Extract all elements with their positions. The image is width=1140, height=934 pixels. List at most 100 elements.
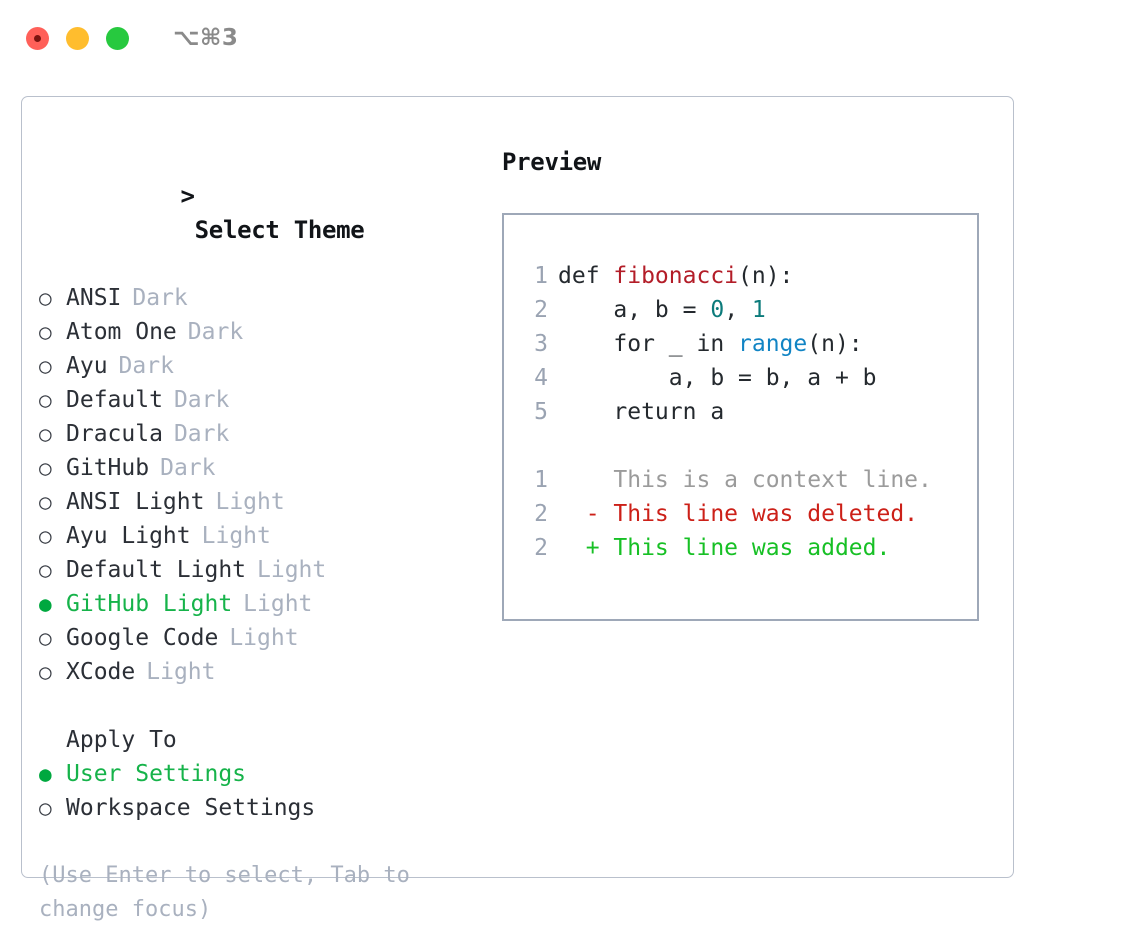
code-line: 4 a, b = b, a + b bbox=[522, 361, 977, 395]
select-theme-heading: > Select Theme bbox=[39, 145, 484, 281]
theme-name: Ayu Light bbox=[66, 523, 191, 549]
preview-gap bbox=[522, 429, 977, 463]
diff-sample: 1 This is a context line.2 - This line w… bbox=[522, 463, 977, 565]
minimize-button[interactable] bbox=[66, 26, 89, 50]
diff-text: This line was added. bbox=[613, 535, 891, 561]
code-token: return a bbox=[558, 399, 725, 425]
maximize-button[interactable] bbox=[106, 26, 129, 50]
apply-to-option[interactable]: ●User Settings bbox=[39, 757, 484, 791]
theme-list-item[interactable]: ○ Ayu Dark bbox=[39, 349, 484, 383]
theme-category-tag: Light bbox=[215, 489, 285, 515]
line-number: 4 bbox=[534, 365, 548, 391]
theme-list-item[interactable]: ○ Default Dark bbox=[39, 383, 484, 417]
diff-marker bbox=[558, 467, 613, 493]
diff-line: 1 This is a context line. bbox=[522, 463, 977, 497]
code-token: def bbox=[558, 263, 614, 289]
theme-list-item[interactable]: ○ Ayu Light Light bbox=[39, 519, 484, 553]
keyboard-hint: (Use Enter to select, Tab to change focu… bbox=[39, 863, 410, 922]
radio-unselected-icon: ○ bbox=[39, 626, 52, 650]
diff-text: This is a context line. bbox=[613, 467, 932, 493]
code-token: for _ in bbox=[558, 331, 739, 357]
apply-to-option-label: Workspace Settings bbox=[66, 795, 316, 821]
line-number: 1 bbox=[534, 263, 548, 289]
line-number: 2 bbox=[534, 297, 548, 323]
caret-icon: > bbox=[180, 182, 195, 210]
theme-name: Ayu bbox=[66, 353, 108, 379]
preview-title: Preview bbox=[502, 148, 602, 176]
theme-category-tag: Dark bbox=[118, 353, 174, 379]
theme-name: XCode bbox=[66, 659, 136, 685]
theme-list-item[interactable]: ○ XCode Light bbox=[39, 655, 484, 689]
line-number: 3 bbox=[534, 331, 548, 357]
theme-category-tag: Light bbox=[201, 523, 271, 549]
code-line: 3 for _ in range(n): bbox=[522, 327, 977, 361]
theme-name: Google Code bbox=[66, 625, 219, 651]
radio-unselected-icon: ○ bbox=[39, 490, 52, 514]
diff-marker: - bbox=[558, 501, 614, 527]
code-token: 0 bbox=[710, 297, 725, 323]
line-number: 2 bbox=[534, 501, 548, 527]
traffic-lights bbox=[26, 26, 129, 50]
diff-line: 2 - This line was deleted. bbox=[522, 497, 977, 531]
diff-text: This line was deleted. bbox=[613, 501, 919, 527]
radio-unselected-icon: ○ bbox=[39, 354, 52, 378]
diff-marker: + bbox=[558, 535, 614, 561]
code-token: fibonacci bbox=[613, 263, 739, 289]
keyboard-shortcut-label: ⌥⌘3 bbox=[173, 25, 239, 51]
theme-category-tag: Light bbox=[229, 625, 299, 651]
close-button[interactable] bbox=[26, 26, 49, 50]
theme-name: GitHub Light bbox=[66, 591, 233, 617]
theme-name: Atom One bbox=[66, 319, 177, 345]
code-token: 1 bbox=[751, 297, 766, 323]
select-theme-title: Select Theme bbox=[194, 216, 365, 244]
theme-category-tag: Dark bbox=[173, 387, 230, 413]
radio-unselected-icon: ○ bbox=[39, 388, 52, 412]
radio-unselected-icon: ○ bbox=[39, 320, 52, 344]
code-token: (n): bbox=[807, 331, 863, 357]
theme-name: ANSI Light bbox=[66, 489, 205, 515]
theme-category-tag: Light bbox=[243, 591, 313, 617]
line-number: 1 bbox=[534, 467, 548, 493]
theme-list-item[interactable]: ○ ANSI Light Light bbox=[39, 485, 484, 519]
theme-category-tag: Dark bbox=[173, 421, 230, 447]
code-token: , bbox=[724, 297, 752, 323]
code-token: a, b = b, a + b bbox=[558, 365, 877, 391]
theme-category-tag: Dark bbox=[160, 455, 216, 481]
radio-unselected-icon: ○ bbox=[39, 422, 52, 446]
radio-unselected-icon: ○ bbox=[39, 456, 52, 480]
select-theme-heading-label bbox=[181, 216, 195, 244]
theme-name: Default bbox=[66, 387, 163, 413]
line-number: 5 bbox=[534, 399, 548, 425]
theme-list-item[interactable]: ○ Dracula Dark bbox=[39, 417, 484, 451]
code-line: 2 a, b = 0, 1 bbox=[522, 293, 977, 327]
radio-unselected-icon: ○ bbox=[39, 524, 52, 548]
theme-name: Dracula bbox=[66, 421, 163, 447]
radio-unselected-icon: ○ bbox=[39, 796, 52, 820]
radio-unselected-icon: ○ bbox=[39, 558, 52, 582]
line-number: 2 bbox=[534, 535, 548, 561]
apply-to-option[interactable]: ○ Workspace Settings bbox=[39, 791, 484, 825]
theme-category-tag: Light bbox=[257, 557, 327, 583]
title-bar: ⌥⌘3 bbox=[0, 0, 1140, 76]
theme-category-tag: Light bbox=[146, 659, 216, 685]
theme-list-item[interactable]: ○ Google Code Light bbox=[39, 621, 484, 655]
apply-to-option-label: User Settings bbox=[66, 761, 247, 787]
apply-to-title: Apply To bbox=[66, 727, 177, 753]
radio-unselected-icon: ○ bbox=[39, 660, 52, 684]
list-spacer bbox=[39, 689, 484, 723]
apply-to-options: ●User Settings ○ Workspace Settings bbox=[39, 757, 484, 825]
theme-name: ANSI bbox=[66, 285, 122, 311]
